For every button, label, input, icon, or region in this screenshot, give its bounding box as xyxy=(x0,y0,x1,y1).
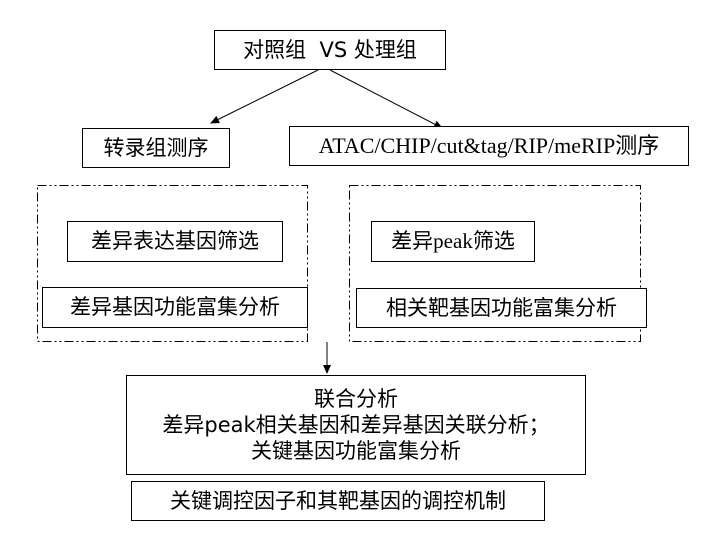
transcriptome-label: 转录组测序 xyxy=(103,135,209,160)
regulatory-mechanism-node: 关键调控因子和其靶基因的调控机制 xyxy=(131,481,545,521)
deg-screening-label: 差异表达基因筛选 xyxy=(91,229,259,254)
comparison-node: 对照组 VS 处理组 xyxy=(214,30,446,70)
deg-enrichment-node: 差异基因功能富集分析 xyxy=(42,287,308,328)
epigenome-sequencing-node: ATAC/CHIP/cut&tag/RIP/meRIP测序 xyxy=(289,126,689,166)
target-gene-enrichment-node: 相关靶基因功能富集分析 xyxy=(356,288,647,328)
joint-analysis-line2: 关键基因功能富集分析 xyxy=(251,439,461,464)
arrow-to-transcriptome xyxy=(210,69,319,124)
epigenome-label: ATAC/CHIP/cut&tag/RIP/meRIP测序 xyxy=(318,133,660,159)
deg-screening-node: 差异表达基因筛选 xyxy=(67,221,283,262)
transcriptome-sequencing-node: 转录组测序 xyxy=(82,128,230,168)
comparison-label: 对照组 VS 处理组 xyxy=(243,37,417,62)
transcriptome-group-frame xyxy=(37,185,308,342)
target-gene-enrichment-label: 相关靶基因功能富集分析 xyxy=(386,295,617,320)
epigenome-group-frame xyxy=(349,185,641,342)
joint-analysis-node: 联合分析 差异peak相关基因和差异基因关联分析； 关键基因功能富集分析 xyxy=(126,375,586,475)
deg-enrichment-label: 差异基因功能富集分析 xyxy=(70,295,280,320)
joint-analysis-line1: 差异peak相关基因和差异基因关联分析； xyxy=(162,412,550,437)
joint-analysis-title: 联合分析 xyxy=(314,386,398,411)
peak-screening-label: 差异peak筛选 xyxy=(391,229,515,254)
peak-screening-node: 差异peak筛选 xyxy=(371,221,535,262)
regulatory-mechanism-label: 关键调控因子和其靶基因的调控机制 xyxy=(170,488,506,513)
arrow-to-epigenome xyxy=(329,69,443,129)
